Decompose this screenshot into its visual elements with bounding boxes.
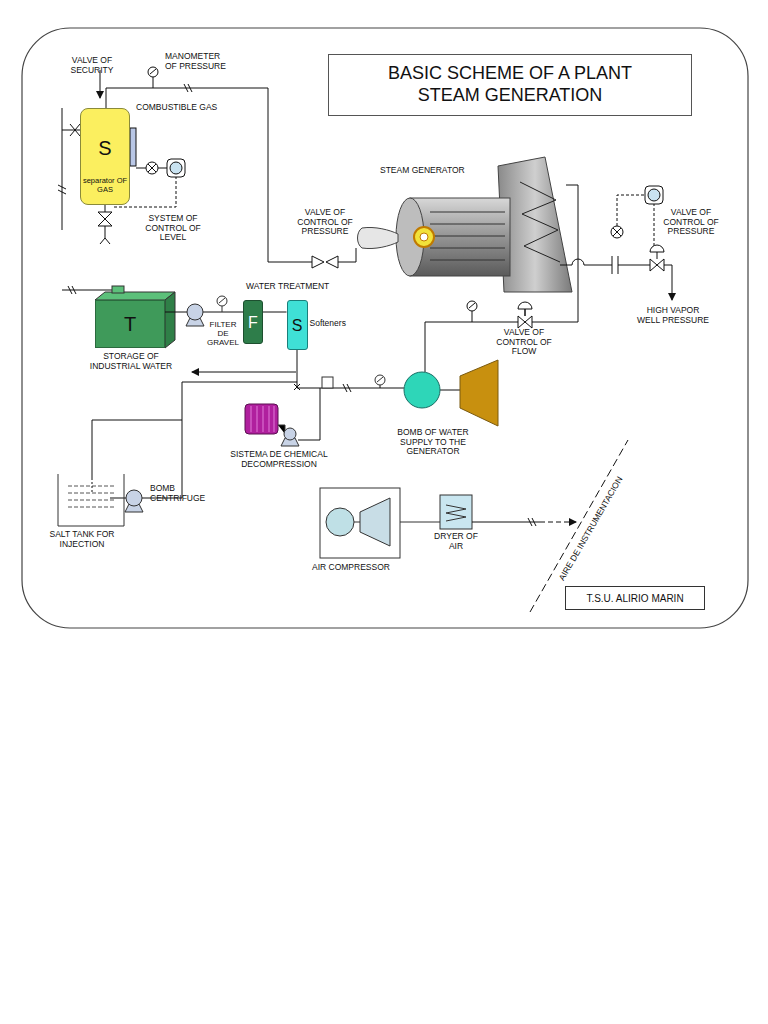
part-label: COMBUSTIBLE GAS <box>136 103 236 113</box>
part-label: VALVE OF SECURITY <box>62 56 122 75</box>
steam-generator <box>358 157 573 292</box>
part-label: VALVE OF CONTROL OF PRESSURE <box>662 208 720 237</box>
pipe-connector <box>263 312 287 313</box>
separator-vessel: Sseparator OF GAS <box>80 108 130 205</box>
node-caption: separator OF GAS <box>82 177 128 194</box>
author-box: T.S.U. ALIRIO MARIN <box>565 586 705 610</box>
node-letter: S <box>81 137 129 159</box>
gas-instruments <box>70 67 338 268</box>
node-caption: Softeners <box>310 319 360 329</box>
part-label: MANOMETER OF PRESSURE <box>165 52 229 71</box>
steam-instruments <box>467 186 664 328</box>
node-letter: T <box>96 313 164 335</box>
steam-and-feed-piping <box>425 185 672 372</box>
part-label: DRYER OF AIR <box>430 532 482 551</box>
node-letter: F <box>244 314 262 332</box>
node-caption: STORAGE OF INDUSTRIAL WATER <box>86 352 176 371</box>
part-label: STEAM GENERATOR <box>380 166 490 176</box>
water-storage-tank: TSTORAGE OF INDUSTRIAL WATER <box>95 300 165 348</box>
part-label: HIGH VAPOR WELL PRESSURE <box>636 306 710 325</box>
pipe-connector <box>165 312 243 313</box>
water-piping <box>62 286 460 498</box>
node-letter: S <box>288 317 307 335</box>
water-equipment <box>58 286 498 526</box>
part-label: SALT TANK FOR INJECTION <box>42 530 122 549</box>
part-label: BOMB OF WATER SUPPLY TO THE GENERATOR <box>386 428 480 457</box>
title-box: BASIC SCHEME OF A PLANT STEAM GENERATION <box>328 54 692 116</box>
part-label: SYSTEM OF CONTROL OF LEVEL <box>142 214 204 243</box>
node-caption: FILTER DE GRAVEL <box>206 321 240 348</box>
gravel-filter: FFILTER DE GRAVEL <box>243 300 263 344</box>
page-frame <box>22 28 748 628</box>
part-label: VALVE OF CONTROL OF FLOW <box>496 328 552 357</box>
gas-piping <box>58 70 356 262</box>
author-text: T.S.U. ALIRIO MARIN <box>566 593 704 604</box>
part-label: SISTEMA DE CHEMICAL DECOMPRESSION <box>222 450 336 469</box>
part-label: VALVE OF CONTROL OF PRESSURE <box>296 208 354 237</box>
part-label: WATER TREATMENT <box>246 282 346 292</box>
part-label: AIR COMPRESSOR <box>312 563 412 573</box>
part-label: BOMB CENTRIFUGE <box>150 484 210 503</box>
title: BASIC SCHEME OF A PLANT STEAM GENERATION <box>379 63 641 106</box>
softener: SSofteners <box>287 300 308 350</box>
